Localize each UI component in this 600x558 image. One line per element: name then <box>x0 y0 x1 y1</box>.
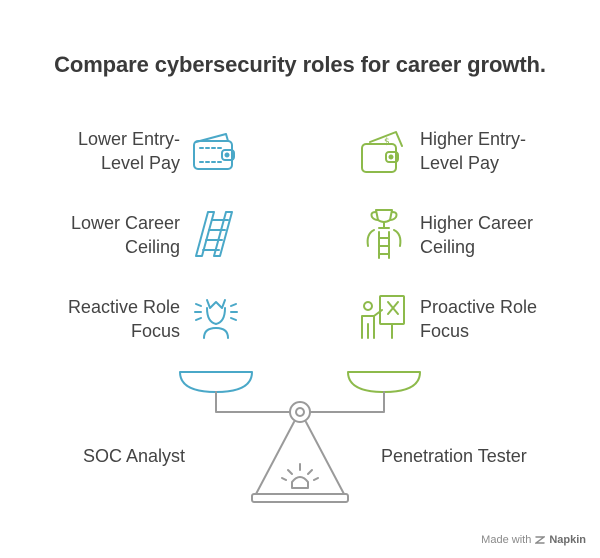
right-item-2-label: Higher Career Ceiling <box>420 213 534 257</box>
scale-frame <box>215 391 385 503</box>
alert-person-icon <box>192 294 240 342</box>
right-scale-label: Penetration Tester <box>381 446 527 466</box>
wallet-cash-icon: $ <box>358 128 408 176</box>
napkin-logo-icon <box>535 535 546 545</box>
balance-scale <box>170 366 440 508</box>
wallet-icon <box>190 130 238 174</box>
footer-brand: Napkin <box>549 534 586 546</box>
left-item-1-label: Lower Entry- Level Pay <box>77 129 180 173</box>
left-item-2-label: Lower Career Ceiling <box>70 213 180 257</box>
footer-prefix: Made with <box>481 534 532 546</box>
presenter-board-icon <box>358 292 408 342</box>
footer-credit: Made with Napkin <box>481 534 586 546</box>
left-scale-label: SOC Analyst <box>83 446 186 466</box>
right-item-3-label: Proactive Role Focus <box>420 297 538 341</box>
svg-text:$: $ <box>384 137 390 147</box>
page-title: Compare cybersecurity roles for career g… <box>54 52 546 77</box>
right-pan <box>347 371 421 393</box>
left-pan <box>179 371 253 393</box>
trophy-ladder-icon <box>360 206 408 260</box>
left-item-3-label: Reactive Role Focus <box>67 297 180 341</box>
right-item-1-label: Higher Entry- Level Pay <box>420 129 527 173</box>
ladder-icon <box>192 208 240 260</box>
